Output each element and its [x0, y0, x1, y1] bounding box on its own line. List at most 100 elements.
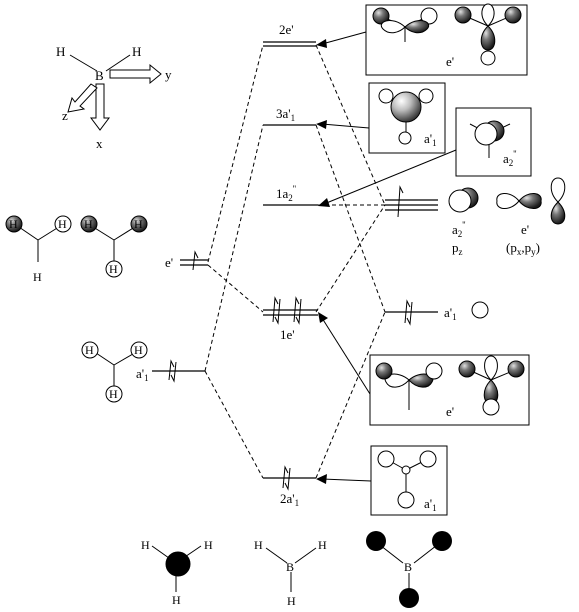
mo-2a1-prime-label: 2a'1: [280, 491, 299, 508]
h-filled: [366, 531, 386, 551]
dash-line: [207, 264, 264, 313]
h-sphere-open: [418, 88, 434, 104]
bond-line: [265, 547, 288, 564]
py-lobe-dark: [550, 201, 566, 225]
h-filled: [399, 588, 419, 608]
dash-line: [315, 44, 386, 206]
atom-label-h: H: [318, 538, 327, 552]
h-filled: [432, 531, 452, 551]
dash-line: [315, 204, 386, 313]
spin-down-arrow: [295, 298, 302, 325]
z-axis-label: z: [62, 108, 68, 123]
h3-e-prime-orbital-2: H H H: [80, 215, 148, 278]
h-sphere-open: [420, 7, 438, 25]
boron-e-prime-label: e': [521, 222, 529, 237]
arrow-line: [321, 123, 370, 129]
h-sphere-open: [105, 385, 123, 403]
bottom-molecule-middle: H H B H: [254, 538, 327, 608]
box1-label: e': [446, 54, 454, 69]
atom-label-h: H: [204, 538, 213, 552]
spin-up-arrow: [397, 185, 404, 218]
boron-s-orbital-icon: [471, 301, 489, 319]
h-sphere-open: [425, 362, 443, 380]
arrow-line: [321, 478, 372, 482]
h-sphere-dark: [80, 215, 98, 233]
atom-label-b: B: [95, 68, 104, 83]
atom-label-h: H: [254, 538, 263, 552]
y-axis-arrow: [109, 63, 162, 85]
arrow-line: [321, 317, 371, 395]
pz-lobe-front: [448, 189, 472, 213]
h-sphere-open: [397, 491, 415, 509]
atom-label-h: H: [84, 217, 93, 231]
box-1e-prime: e': [369, 354, 530, 426]
x-axis-arrow: [90, 83, 110, 131]
box4-label: e': [446, 404, 454, 419]
mo-1a2-double-prime-label: 1a2'': [276, 184, 296, 203]
h-sphere-open: [398, 131, 412, 145]
h3-e-prime-label: e': [165, 255, 173, 270]
bond-line: [105, 54, 131, 72]
h-sphere-open: [480, 50, 496, 66]
spin-down-arrow: [170, 361, 177, 383]
arrow-head: [316, 39, 327, 48]
dash-line: [204, 124, 264, 372]
atom-label-h: H: [172, 593, 181, 607]
atom-label-h: H: [56, 44, 65, 59]
spin-down-arrow: [274, 298, 281, 325]
spin-up-arrow: [404, 299, 411, 324]
boron-a2-label: a2'': [452, 220, 466, 239]
p-lobe-open: [481, 3, 495, 27]
boron-s-sphere: [390, 91, 422, 123]
atom-label-h: H: [33, 270, 42, 284]
p-lobe-open: [380, 20, 406, 34]
z-axis-arrow: [67, 83, 98, 113]
spin-down-arrow: [406, 301, 413, 326]
atom-label-b: B: [286, 560, 294, 574]
px-lobe-dark: [518, 193, 542, 209]
h-sphere-open: [81, 341, 99, 359]
atom-label-h: H: [132, 44, 141, 59]
p-lobe-dark: [404, 20, 430, 34]
atom-label-h: H: [287, 594, 296, 608]
py-lobe-open: [550, 177, 566, 203]
arrow-line: [323, 149, 457, 205]
dash-line: [207, 44, 264, 263]
box-frame: [365, 4, 528, 76]
p-lobe-open: [384, 373, 410, 388]
h-sphere-open: [130, 341, 148, 359]
boron-a1-prime-label: a'1: [444, 305, 457, 322]
boron-py-orbital-icon: [550, 177, 566, 225]
axis-molecule: H H B y x z: [56, 44, 172, 151]
h-sphere-dark: [454, 6, 472, 24]
h-sphere-dark: [375, 362, 393, 380]
bond-line: [69, 54, 98, 72]
h-sphere-dark: [5, 215, 23, 233]
arrow-head: [318, 312, 328, 323]
h-sphere-dark: [372, 7, 390, 25]
boron-px-orbital-icon: [496, 193, 542, 209]
h-sphere-open: [377, 450, 395, 468]
pointer-arrows: [316, 31, 457, 484]
p-lobe-dark: [408, 373, 434, 388]
h-sphere-open: [378, 88, 394, 104]
atom-label-h: H: [58, 217, 67, 231]
boron-pz-orbital-icon: [448, 187, 479, 213]
h-sphere-dark: [458, 360, 476, 378]
h3-e-prime-orbital-1: H H H: [5, 215, 72, 284]
box-3a1-prime: a'1: [368, 82, 446, 154]
spin-up-arrow: [282, 465, 289, 489]
dash-line: [315, 124, 386, 313]
h-sphere-open: [54, 215, 72, 233]
atom-label-h: H: [141, 538, 150, 552]
pz-lobe-front: [474, 122, 498, 146]
mo-2e-prime-label: 2e': [279, 22, 294, 37]
atom-label-h: H: [109, 262, 118, 276]
boron-center: [401, 465, 411, 475]
box-frame: [369, 354, 530, 426]
p-lobe-open: [484, 355, 498, 381]
spin-up-arrow: [168, 359, 175, 381]
mo-1e-prime-label: 1e': [280, 327, 295, 342]
arrow-head: [316, 120, 327, 129]
dash-line: [315, 311, 386, 479]
